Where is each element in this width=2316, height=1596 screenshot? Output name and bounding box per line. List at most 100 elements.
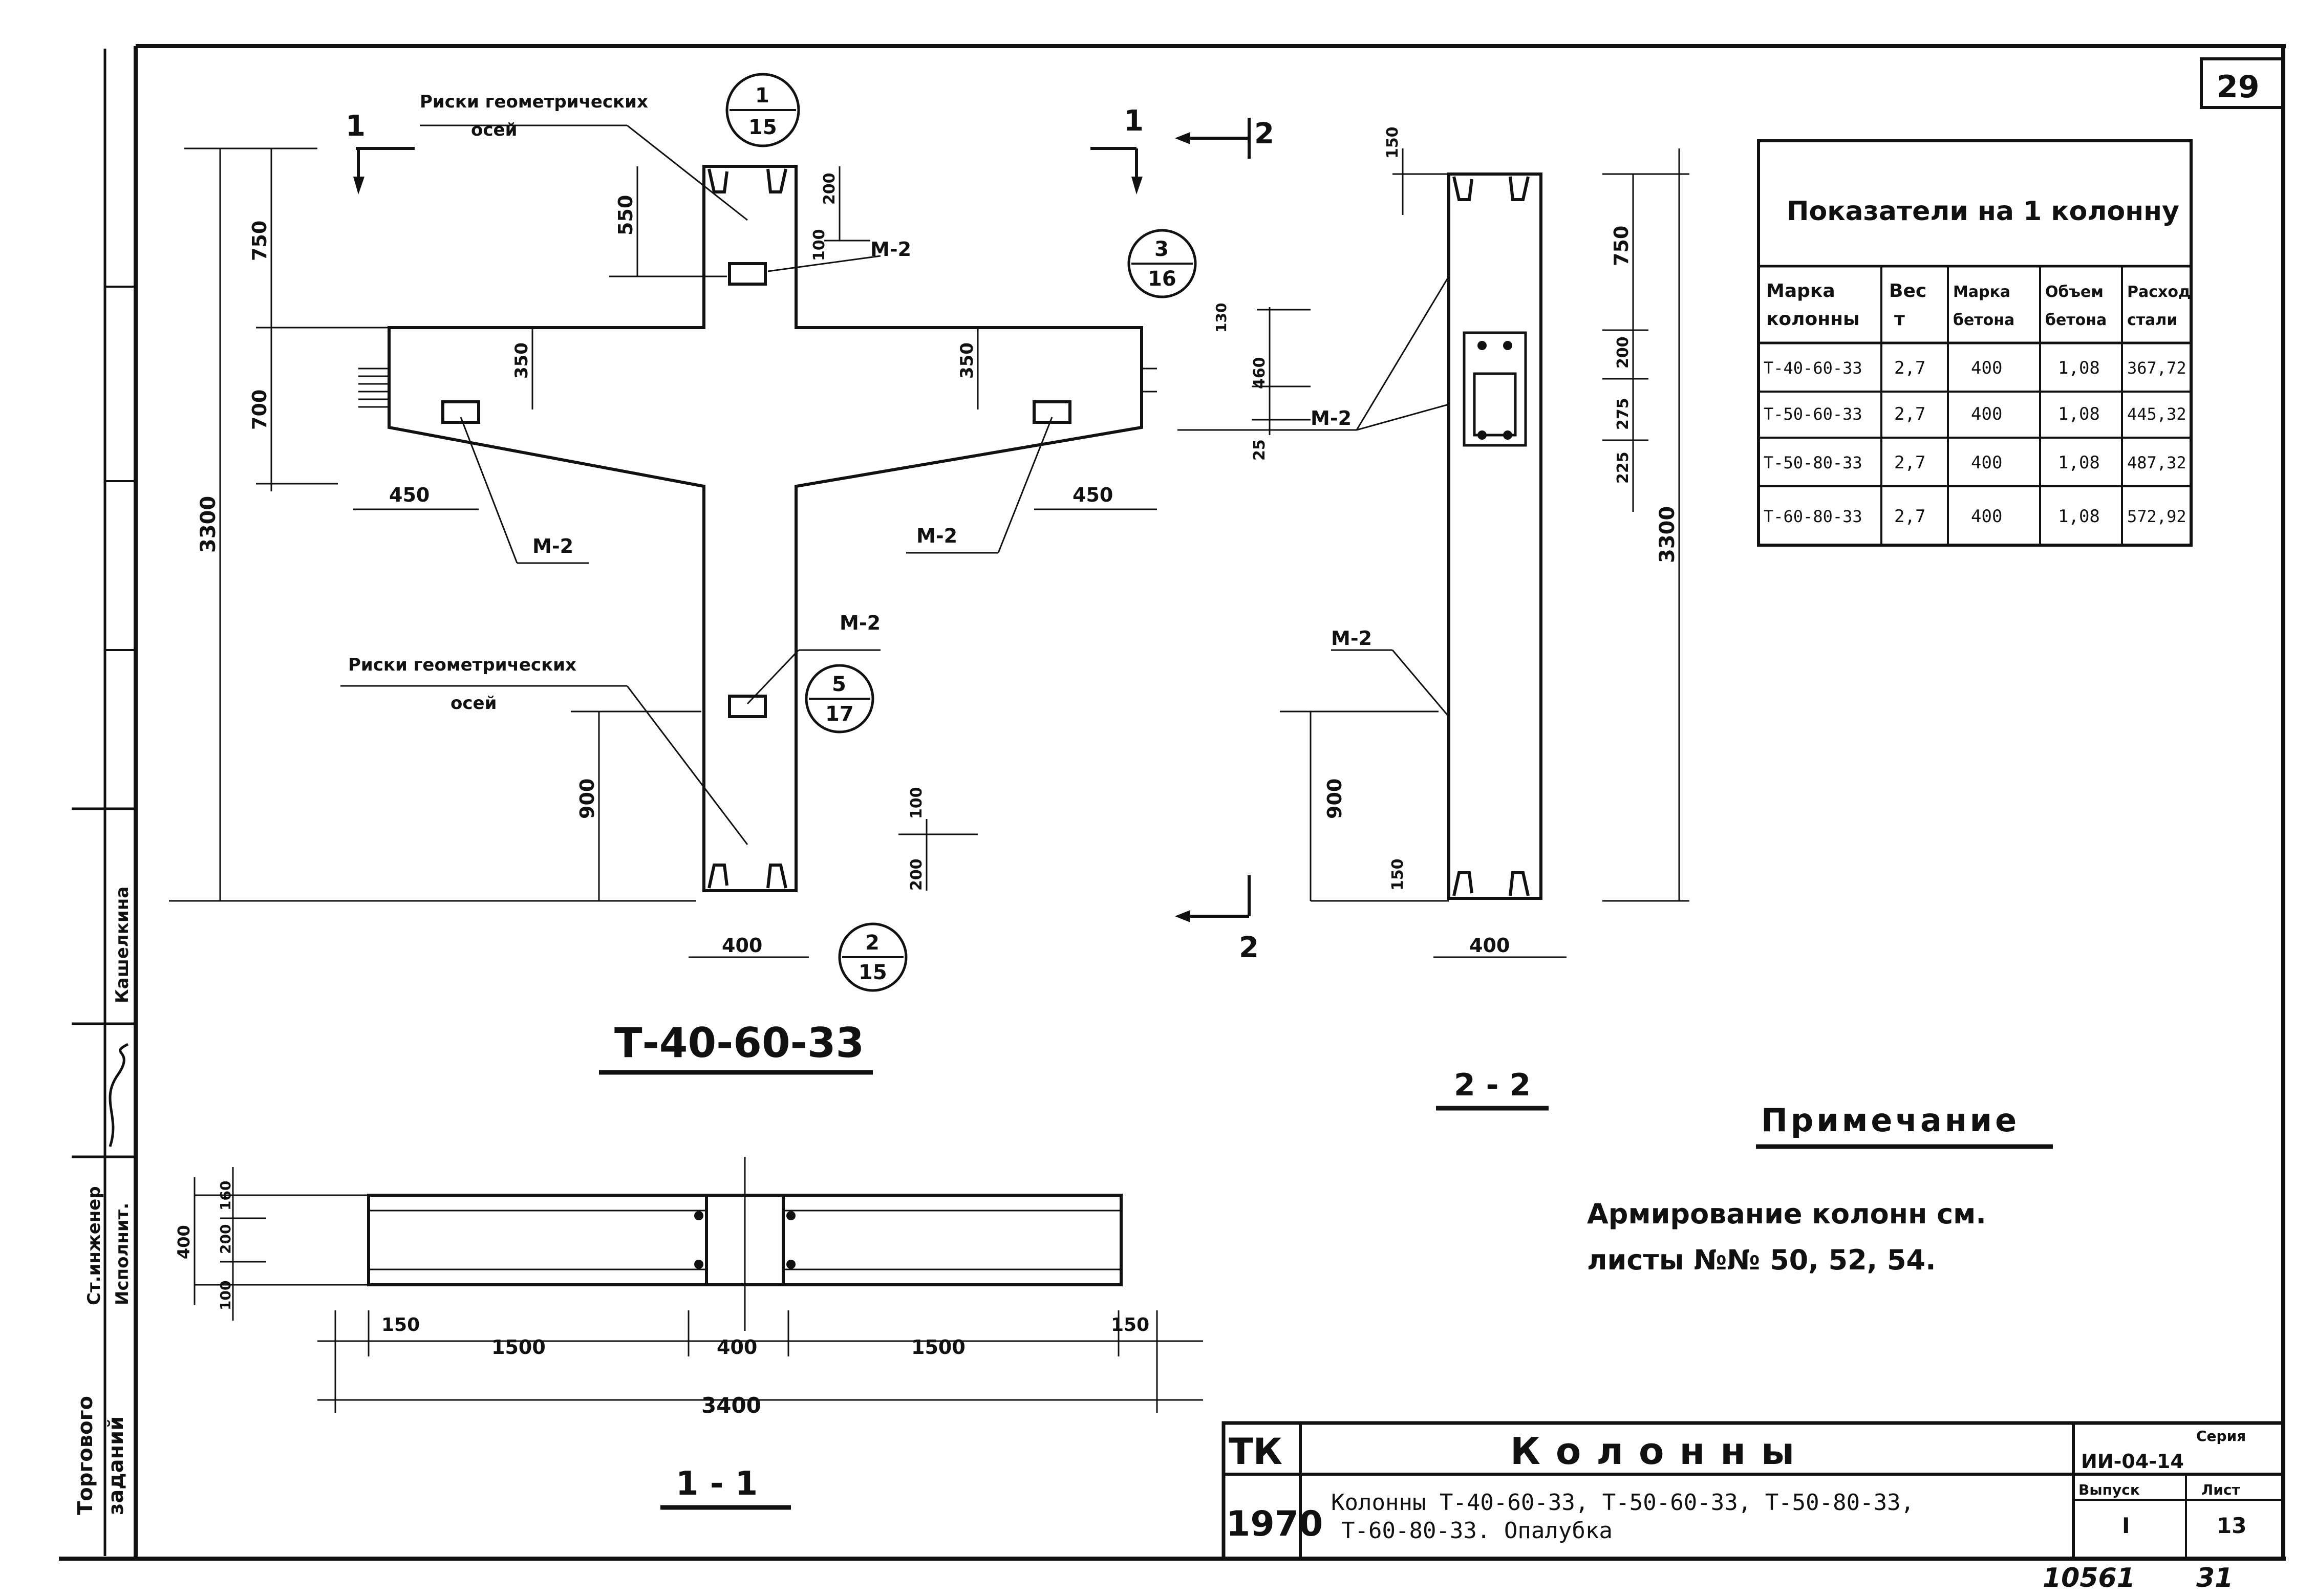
td-2-2: 400 — [1971, 452, 2002, 473]
td-3-1: 2,7 — [1894, 506, 1925, 527]
table-body: Т-40-60-33 2,7 400 1,08 367,72 Т-50-60-3… — [1764, 358, 2186, 527]
dim-450-left: 450 — [389, 484, 430, 506]
side-dim-130: 130 — [1213, 303, 1230, 333]
td-1-0: Т-50-60-33 — [1764, 404, 1862, 424]
side-dim-25: 25 — [1251, 439, 1269, 461]
td-0-1: 2,7 — [1894, 358, 1925, 378]
td-1-3: 1,08 — [2058, 404, 2100, 424]
side-section-mark-2a: 2 — [1254, 117, 1274, 150]
sheet-number: 29 — [2217, 69, 2260, 105]
td-0-2: 400 — [1971, 358, 2002, 378]
td-1-4: 445,32 — [2127, 404, 2186, 424]
plan-dim-150-right: 150 — [1111, 1314, 1149, 1335]
inventory-extra: 31 — [2196, 1563, 2233, 1593]
td-0-0: Т-40-60-33 — [1764, 358, 1862, 378]
side-section-mark-2b: 2 — [1239, 931, 1259, 964]
side-dim-150-top: 150 — [1384, 126, 1402, 159]
th-1-b: т — [1894, 309, 1905, 330]
th-4-a: Расход — [2127, 283, 2191, 301]
note-line-1: Армирование колонн см. — [1587, 1198, 1986, 1230]
side-dim-275: 275 — [1614, 398, 1632, 430]
indicators-table — [1757, 139, 2193, 547]
inventory-number: 10561 — [2043, 1563, 2135, 1593]
callout-bottom-sheet: 15 — [859, 961, 887, 984]
td-3-0: Т-60-80-33 — [1764, 507, 1862, 526]
m2-label-left: М-2 — [532, 535, 573, 557]
stamp-series-label: Серия — [2196, 1428, 2246, 1444]
side-view — [1090, 118, 1689, 958]
callout-mid-num: 5 — [832, 673, 846, 696]
table-title: Показатели на 1 колонну — [1787, 196, 2179, 227]
dim-350-right: 350 — [957, 342, 977, 379]
plan-dim-1500-right: 1500 — [911, 1336, 966, 1358]
m2-label-mid: М-2 — [840, 612, 881, 634]
plan-dim-400-mid: 400 — [717, 1336, 757, 1358]
left-strip: Торгового заданий Ст.инженер Исполнит. К… — [74, 887, 133, 1515]
th-2-b: бетона — [1953, 311, 2014, 329]
note-title: Примечание — [1761, 1102, 2020, 1139]
main-view-title: Т-40-60-33 — [614, 1019, 864, 1067]
plan-view — [194, 1157, 1203, 1413]
axes-label-1: Риски геометрических — [420, 92, 648, 112]
signature-mark — [109, 1043, 129, 1147]
side-dim-200: 200 — [1614, 336, 1632, 369]
dim-3300: 3300 — [197, 496, 220, 553]
th-4-b: стали — [2127, 311, 2177, 329]
axes-label-1b: осей — [471, 120, 517, 140]
th-3-b: бетона — [2045, 311, 2107, 329]
dim-400-main: 400 — [722, 934, 762, 957]
side-m2-label-top: М-2 — [1311, 407, 1352, 429]
th-0-b: колонны — [1766, 309, 1860, 330]
name-label: Кашелкина — [112, 887, 133, 1003]
td-3-3: 1,08 — [2058, 506, 2100, 527]
dim-200-top: 200 — [821, 172, 839, 205]
stamp-org-1: ТК — [1229, 1431, 1282, 1473]
stamp-sheet-label: Лист — [2201, 1481, 2240, 1498]
table-header: Марка колонны Вес т Марка бетона Объем б… — [1766, 281, 2191, 330]
stamp-sheet-value: 13 — [2217, 1513, 2246, 1538]
side-dim-150-bottom: 150 — [1389, 858, 1407, 891]
dim-100-bottom: 100 — [908, 787, 926, 819]
stamp-series-value: ИИ-04-14 — [2081, 1450, 2184, 1473]
td-2-3: 1,08 — [2058, 452, 2100, 473]
side-dim-3300: 3300 — [1656, 506, 1679, 563]
side-m2-label-bottom: М-2 — [1331, 627, 1372, 650]
callout-top-num: 1 — [755, 84, 769, 107]
side-view-title: 2 - 2 — [1454, 1067, 1531, 1103]
dim-750: 750 — [248, 221, 271, 261]
plan-dim-3400: 3400 — [701, 1393, 761, 1418]
note-line-2: листы №№ 50, 52, 54. — [1587, 1244, 1936, 1276]
td-3-2: 400 — [1971, 506, 2002, 527]
stamp-subtitle-1: Колонны Т-40-60-33, Т-50-60-33, Т-50-80-… — [1331, 1490, 1914, 1516]
plan-dim-150-left: 150 — [381, 1314, 420, 1335]
dim-700: 700 — [248, 390, 271, 430]
td-1-2: 400 — [1971, 404, 2002, 424]
main-section-mark: 1 — [346, 110, 366, 143]
callout-right-sheet: 16 — [1148, 267, 1176, 291]
dim-900: 900 — [576, 779, 598, 819]
side-section-mark-1: 1 — [1124, 104, 1144, 138]
plan-dim-160: 160 — [217, 1181, 234, 1211]
dim-200-bottom: 200 — [908, 858, 926, 891]
td-2-0: Т-50-80-33 — [1764, 453, 1862, 472]
side-dim-400: 400 — [1469, 934, 1510, 957]
axes-label-2: Риски геометрических — [348, 655, 576, 675]
side-dim-460: 460 — [1251, 357, 1269, 389]
title-stamp — [1221, 1421, 2285, 1561]
td-1-1: 2,7 — [1894, 404, 1925, 424]
axes-label-2b: осей — [451, 693, 497, 714]
td-2-1: 2,7 — [1894, 452, 1925, 473]
th-0-a: Марка — [1766, 281, 1835, 301]
dept-label-2: заданий — [104, 1416, 128, 1515]
stamp-issue-label: Выпуск — [2078, 1481, 2140, 1498]
side-dim-750: 750 — [1610, 226, 1633, 266]
stamp-title: Колонны — [1510, 1430, 1810, 1473]
callout-top-sheet: 15 — [748, 116, 777, 139]
callout-mid-sheet: 17 — [825, 702, 854, 726]
callout-bottom-num: 2 — [865, 931, 880, 955]
plan-dim-1500-left: 1500 — [491, 1336, 546, 1358]
dept-label-1: Торгового — [74, 1396, 97, 1515]
dim-100-top: 100 — [810, 229, 828, 261]
role-label-1: Ст.инженер — [84, 1186, 104, 1305]
